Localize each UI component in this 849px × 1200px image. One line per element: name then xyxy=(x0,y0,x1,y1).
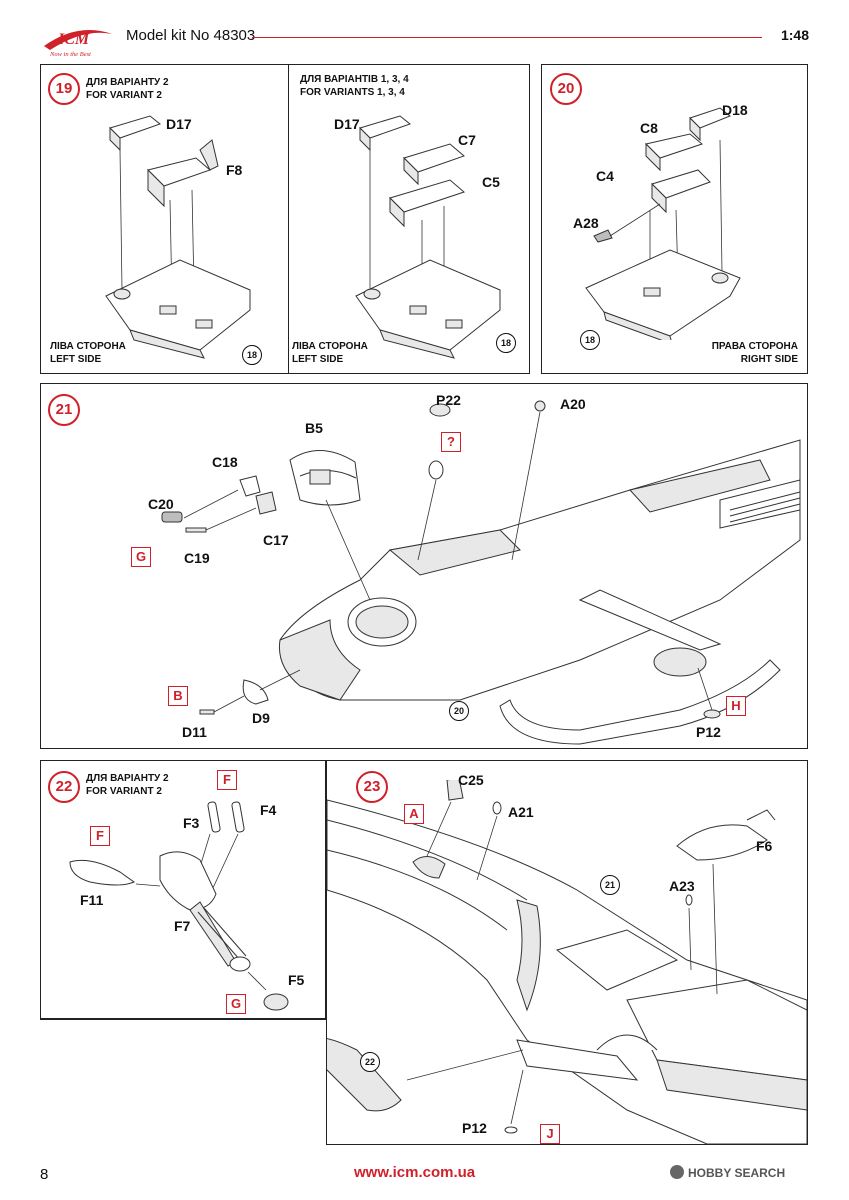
part-d18-label: D18 xyxy=(722,102,748,118)
step-22-panel xyxy=(40,760,326,1020)
ref-step-20: 20 xyxy=(449,701,469,721)
ref-step-18: 18 xyxy=(242,345,262,365)
ref-step-21: 21 xyxy=(600,875,620,895)
ref-step-18: 18 xyxy=(580,330,600,350)
part-b5-label: B5 xyxy=(305,420,323,436)
part-d17-label: D17 xyxy=(166,116,192,132)
variant-ua: ДЛЯ ВАРІАНТУ 2 xyxy=(86,773,169,784)
color-box-h: H xyxy=(726,696,746,716)
scale-label: 1:48 xyxy=(780,27,809,43)
part-c4-label: C4 xyxy=(596,168,614,184)
part-d11-label: D11 xyxy=(182,724,207,740)
step-21-panel xyxy=(40,383,808,749)
part-a28-label: A28 xyxy=(573,215,599,231)
step-22-minigun-drawing xyxy=(69,801,289,1011)
part-c20-label: C20 xyxy=(148,496,174,512)
ref-step-22: 22 xyxy=(360,1052,380,1072)
part-d9-label: D9 xyxy=(252,710,270,726)
step-20-drawing xyxy=(585,107,741,340)
color-box-j: J xyxy=(540,1124,560,1144)
part-a21-label: A21 xyxy=(508,804,534,820)
step-23-fuselage-drawing xyxy=(327,780,807,1144)
part-c17-label: C17 xyxy=(263,532,289,548)
step-19-number: 19 xyxy=(48,73,80,105)
side-en: LEFT SIDE xyxy=(292,354,344,365)
color-box-b: B xyxy=(168,686,188,706)
step-19-divider xyxy=(288,64,290,374)
svg-text:Now in the Best: Now in the Best xyxy=(49,51,91,58)
step-19-left-side-note: ЛІВА СТОРОНА LEFT SIDE xyxy=(50,340,126,366)
part-c7-label: C7 xyxy=(458,132,476,148)
step-20-number: 20 xyxy=(550,73,582,105)
part-f8-label: F8 xyxy=(226,162,243,178)
step-19-panel xyxy=(40,64,530,374)
step-22-variant: ДЛЯ ВАРІАНТУ 2 FOR VARIANT 2 xyxy=(86,772,169,798)
part-p22-label: P22 xyxy=(436,392,461,408)
color-box-unknown: ? xyxy=(441,432,461,452)
step-20-side-note: ПРАВА СТОРОНА RIGHT SIDE xyxy=(690,340,798,366)
part-a20-label: A20 xyxy=(560,396,586,412)
ref-step-18: 18 xyxy=(496,333,516,353)
step-23-left-border xyxy=(40,1018,327,1020)
page-number: 8 xyxy=(40,1166,49,1183)
color-box-f: F xyxy=(90,826,110,846)
part-c25-label: C25 xyxy=(458,772,484,788)
part-p12-label: P12 xyxy=(462,1120,487,1136)
part-f5-label: F5 xyxy=(288,972,305,988)
color-box-a: A xyxy=(404,804,424,824)
part-c8-label: C8 xyxy=(640,120,658,136)
side-en: LEFT SIDE xyxy=(50,354,102,365)
variant-en: FOR VARIANT 2 xyxy=(86,90,162,101)
step-19-right-variant: ДЛЯ ВАРІАНТІВ 1, 3, 4 FOR VARIANTS 1, 3,… xyxy=(300,73,409,99)
color-box-f: F xyxy=(217,770,237,790)
step-19-left-variant: ДЛЯ ВАРІАНТУ 2 FOR VARIANT 2 xyxy=(86,76,169,102)
step-21-fuselage-drawing xyxy=(161,400,801,745)
part-d17-variant-label: D17 xyxy=(334,116,360,132)
svg-text:ICM: ICM xyxy=(57,31,90,48)
step-20-panel xyxy=(541,64,808,374)
website-link[interactable]: www.icm.com.ua xyxy=(354,1164,476,1181)
side-ua: ПРАВА СТОРОНА xyxy=(711,341,798,352)
step-21-number: 21 xyxy=(48,394,80,426)
step-19-right-drawing xyxy=(355,115,501,359)
variant-en: FOR VARIANTS 1, 3, 4 xyxy=(300,87,405,98)
part-f6-label: F6 xyxy=(756,838,773,854)
side-en: RIGHT SIDE xyxy=(740,354,798,365)
step-23-number: 23 xyxy=(356,771,388,803)
variant-ua: ДЛЯ ВАРІАНТІВ 1, 3, 4 xyxy=(300,74,409,85)
part-a23-label: A23 xyxy=(669,878,695,894)
side-ua: ЛІВА СТОРОНА xyxy=(50,341,126,352)
color-box-g: G xyxy=(131,547,151,567)
variant-ua: ДЛЯ ВАРІАНТУ 2 xyxy=(86,77,169,88)
part-p12-label: P12 xyxy=(696,724,721,740)
part-f11-label: F11 xyxy=(80,892,104,908)
part-c18-label: C18 xyxy=(212,454,238,470)
part-f7-label: F7 xyxy=(174,918,191,934)
header-rule xyxy=(252,37,762,38)
part-f3-label: F3 xyxy=(183,815,200,831)
model-kit-title: Model kit No 48303 xyxy=(126,27,256,44)
step-19-right-side-note: ЛІВА СТОРОНА LEFT SIDE xyxy=(292,340,368,366)
part-c5-label: C5 xyxy=(482,174,500,190)
icm-logo: ICM Now in the Best xyxy=(44,30,112,58)
part-f4-label: F4 xyxy=(260,802,277,818)
variant-en: FOR VARIANT 2 xyxy=(86,786,162,797)
step-22-number: 22 xyxy=(48,771,80,803)
hobby-search-icon xyxy=(670,1165,684,1179)
side-ua: ЛІВА СТОРОНА xyxy=(292,341,368,352)
watermark-brand: HOBBY SEARCH xyxy=(688,1166,786,1180)
step-23-panel xyxy=(326,760,808,1145)
color-box-g: G xyxy=(226,994,246,1014)
part-c19-label: C19 xyxy=(184,550,210,566)
step-19-left-drawing xyxy=(105,115,251,359)
